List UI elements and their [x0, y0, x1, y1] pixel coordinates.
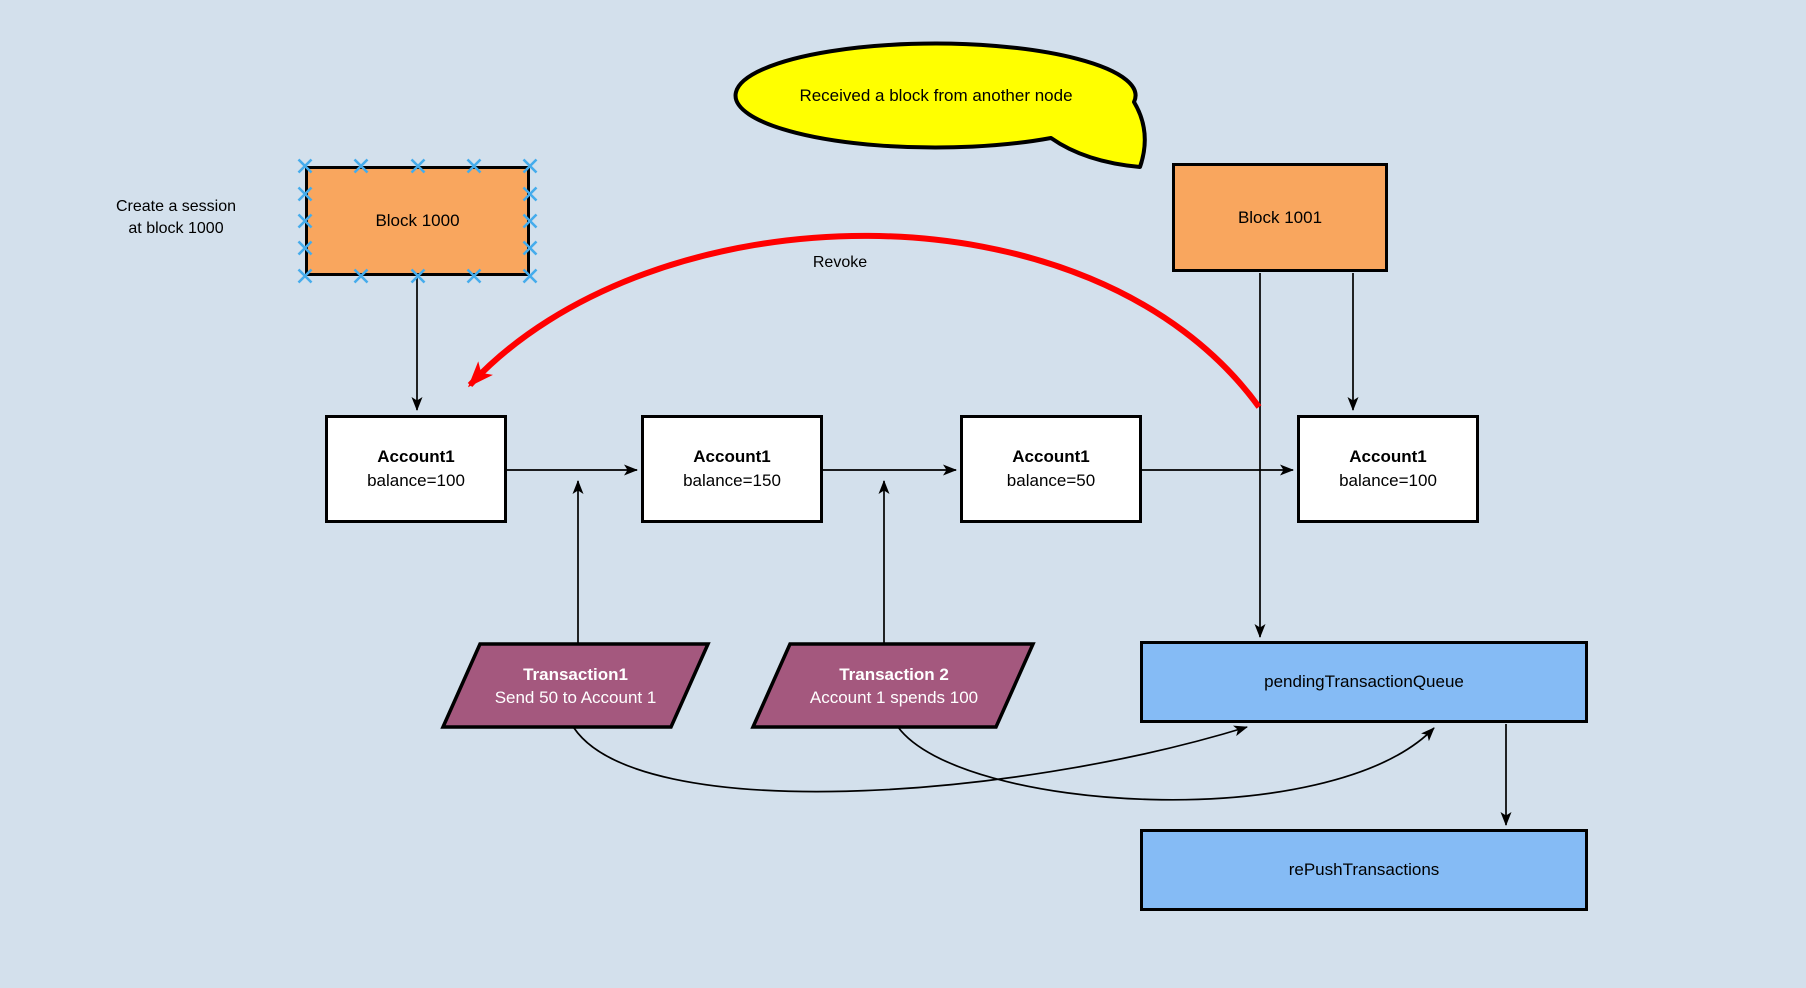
account-state-1[interactable]: Account1 balance=100 [325, 415, 507, 523]
transaction1-shape[interactable] [440, 642, 711, 729]
repush-transactions-node[interactable]: rePushTransactions [1140, 829, 1588, 911]
revoke-label: Revoke [812, 254, 868, 271]
account-state-4[interactable]: Account1 balance=100 [1297, 415, 1479, 523]
transaction2-text: Transaction 2 Account 1 spends 100 [753, 645, 1035, 727]
transaction2-shape[interactable] [750, 642, 1036, 729]
session-annotation-line2: at block 1000 [128, 220, 224, 237]
account-title: Account1 [693, 447, 771, 466]
pending-transaction-queue-node[interactable]: pendingTransactionQueue [1140, 641, 1588, 723]
session-annotation-line1: Create a session [115, 198, 237, 215]
account-balance: balance=100 [1339, 471, 1437, 490]
transaction2-subtitle: Account 1 spends 100 [809, 688, 979, 707]
account-balance: balance=150 [683, 471, 781, 490]
transaction1-subtitle: Send 50 to Account 1 [494, 688, 657, 707]
account-balance: balance=100 [367, 471, 465, 490]
edge-transaction2-to-queue[interactable] [897, 726, 1435, 801]
transaction1-text: Transaction1 Send 50 to Account 1 [443, 645, 708, 727]
speech-bubble-shape[interactable] [733, 41, 1147, 169]
pending-queue-label: pendingTransactionQueue [1264, 672, 1464, 691]
edge-revoke[interactable] [467, 232, 1262, 409]
edge-transaction1-to-queue[interactable] [573, 725, 1248, 793]
repush-label: rePushTransactions [1288, 860, 1440, 879]
account-state-2[interactable]: Account1 balance=150 [641, 415, 823, 523]
session-annotation: Create a session at block 1000 [82, 194, 270, 242]
block-1000-node[interactable]: Block 1000 [305, 166, 530, 276]
account-title: Account1 [1349, 447, 1427, 466]
transaction1-title: Transaction1 [523, 665, 628, 684]
speech-bubble-text: Received a block from another node [799, 85, 1073, 105]
transaction2-title: Transaction 2 [839, 665, 949, 684]
block-1000-label: Block 1000 [375, 211, 460, 230]
account-title: Account1 [377, 447, 455, 466]
account-balance: balance=50 [1006, 471, 1096, 490]
block-1001-label: Block 1001 [1237, 207, 1323, 227]
account-state-3[interactable]: Account1 balance=50 [960, 415, 1142, 523]
account-title: Account1 [1012, 447, 1090, 466]
block-1001-node[interactable]: Block 1001 [1172, 163, 1388, 272]
